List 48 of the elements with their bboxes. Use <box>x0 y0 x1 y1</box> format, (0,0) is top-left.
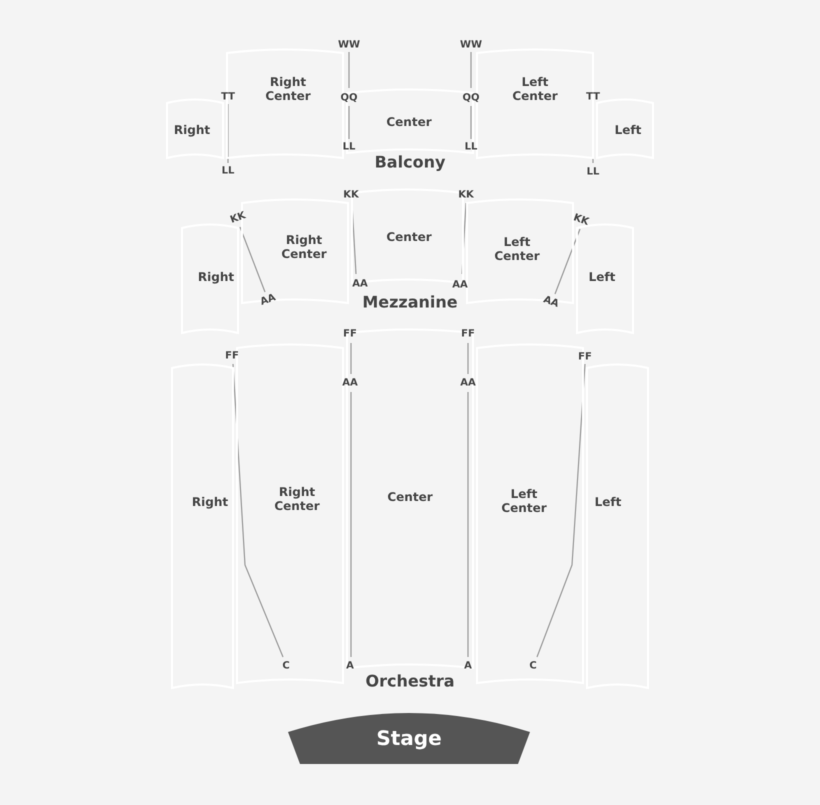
level-label: Orchestra <box>365 672 455 690</box>
row-label: A <box>464 660 472 672</box>
section-label: Left <box>614 123 642 137</box>
section-label: Right Center <box>273 485 321 513</box>
row-label: AA <box>352 278 368 290</box>
section-label: Right <box>190 495 230 509</box>
row-label: TT <box>221 92 235 102</box>
section-label: Center <box>386 490 434 504</box>
row-label: WW <box>338 40 360 50</box>
row-label: LL <box>586 166 600 178</box>
row-label: QQ <box>462 92 480 104</box>
row-label: FF <box>578 352 592 362</box>
row-label: AA <box>452 280 468 290</box>
section-label: Left <box>588 270 616 284</box>
row-label: A <box>346 660 354 672</box>
row-label: C <box>282 660 290 672</box>
section-label: Right Center <box>264 75 312 103</box>
section-label: Right <box>196 270 236 284</box>
row-label: TT <box>586 92 600 102</box>
row-label: C <box>529 660 537 672</box>
row-label: LL <box>222 166 234 176</box>
stage-label: Stage <box>375 727 443 749</box>
section-label: Left Center <box>500 487 548 515</box>
row-label: FF <box>343 328 357 340</box>
row-label: LL <box>464 142 478 152</box>
level-label: Balcony <box>374 152 446 172</box>
row-label: FF <box>225 350 239 362</box>
row-label: AA <box>258 292 278 308</box>
section-label: Center <box>385 230 433 244</box>
row-label: LL <box>342 142 356 152</box>
row-label: KK <box>572 212 590 228</box>
section-label: Left <box>594 495 622 509</box>
row-label: KK <box>458 190 474 200</box>
row-label: AA <box>542 294 560 310</box>
row-label: KK <box>228 210 248 226</box>
row-label: QQ <box>340 92 358 104</box>
section-label: Left Center <box>511 75 559 103</box>
row-label: WW <box>460 40 482 50</box>
section-label: Right Center <box>280 233 328 261</box>
row-label: FF <box>461 328 475 340</box>
level-label: Mezzanine <box>362 292 458 312</box>
row-label: AA <box>342 378 358 388</box>
row-label: KK <box>343 190 359 200</box>
row-label: AA <box>460 378 476 388</box>
section-label: Center <box>385 115 433 129</box>
section-label: Left Center <box>493 235 541 263</box>
section-label: Right <box>172 123 212 137</box>
stage-area <box>288 712 530 764</box>
